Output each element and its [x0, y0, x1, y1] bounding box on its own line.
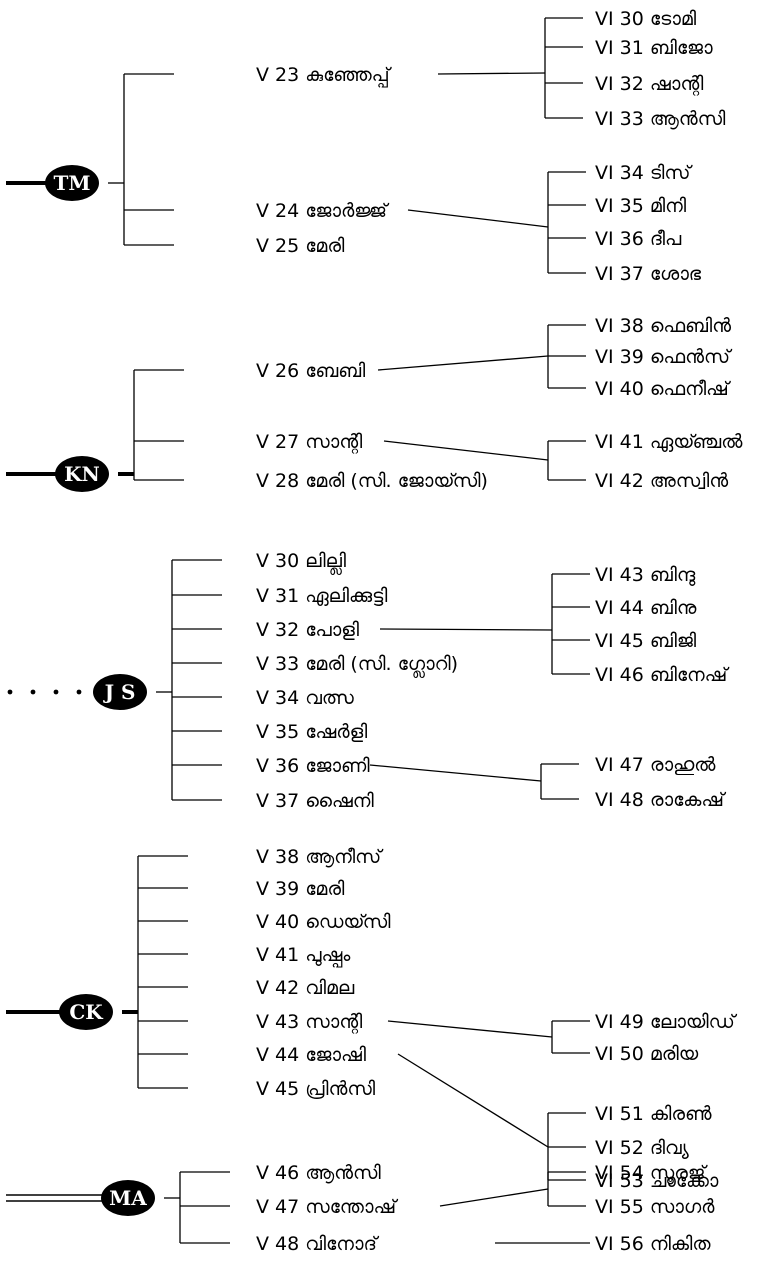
gen5-label: V 40 ഡെയ്സി — [256, 911, 391, 933]
family-badge-label: MA — [109, 1186, 147, 1210]
gen6-label: VI 44 ബിനു — [595, 597, 697, 619]
gen6-label: VI 36 ദീപ — [595, 228, 682, 250]
gen6-label: VI 33 ആൻസി — [595, 108, 725, 130]
lead-dot — [30, 689, 36, 695]
gen5-label: V 28 മേരി (സി. ജോയ്സി) — [256, 470, 488, 492]
gen6-label: VI 47 രാഹുൽ — [595, 754, 716, 776]
gen5-label: V 31 ഏലിക്കുട്ടി — [256, 585, 387, 607]
gen5-label: V 46 ആൻസി — [256, 1162, 381, 1184]
child-link — [437, 72, 546, 75]
lead-dot — [7, 689, 13, 695]
gen5-label: V 37 ഷൈനി — [256, 790, 374, 812]
family-badge — [59, 994, 113, 1030]
gen6-label: VI 42 അസ്വിൻ — [595, 470, 728, 492]
gen5-label: V 25 മേരി — [256, 235, 344, 257]
gen5-label: V 26 ബേബി — [256, 360, 365, 382]
gen6-label: VI 55 സാഗർ — [595, 1196, 715, 1218]
gen5-label: V 42 വിമല — [256, 977, 355, 999]
gen6-label: VI 31 ബിജോ — [595, 37, 713, 59]
gen6-label: VI 39 ഫെൻസ് — [595, 346, 732, 368]
gen5-label: V 24 ജോർജ്ജ് — [256, 200, 389, 222]
gen5-label: V 38 ആനീസ് — [256, 846, 384, 868]
child-link — [439, 1188, 549, 1207]
gen5-label: V 45 പ്രിൻസി — [256, 1078, 375, 1100]
gen6-label: VI 32 ഷാന്റി — [595, 73, 703, 96]
gen5-label: V 34 വത്സ — [256, 687, 354, 709]
gen6-label: VI 54 സൂരജ് — [595, 1162, 708, 1185]
gen5-label: V 32 പോളി — [256, 619, 359, 641]
gen6-label: VI 52 ദിവ്യ — [595, 1137, 690, 1159]
gen6-label: VI 49 ലോയിഡ് — [595, 1011, 737, 1033]
child-link — [369, 764, 542, 782]
family-badge-label: CK — [69, 1000, 103, 1024]
family-badge-label: TM — [53, 171, 90, 195]
gen5-label: V 39 മേരി — [256, 878, 344, 900]
gen5-label: V 36 ജോണി — [256, 755, 370, 777]
gen6-label: VI 30 ടോമി — [595, 8, 696, 30]
child-link — [387, 1020, 553, 1038]
family-badge — [101, 1180, 155, 1216]
gen6-label: VI 40 ഫെനീഷ് — [595, 378, 731, 400]
gen5-label: V 48 വിനോദ് — [256, 1233, 379, 1255]
gen5-label: V 35 ഷേർളി — [256, 721, 367, 743]
gen5-label: V 33 മേരി (സി. ഗ്ലോറി) — [256, 653, 458, 678]
gen5-label: V 27 സാന്റി — [256, 431, 362, 454]
lead-dot — [76, 689, 82, 695]
gen6-label: VI 51 കിരൺ — [595, 1103, 712, 1125]
gen6-label: VI 41 ഏയ്ഞ്ചൽ — [595, 431, 743, 453]
child-link — [379, 628, 553, 631]
gen5-label: V 47 സന്തോഷ് — [256, 1196, 398, 1218]
gen6-label: VI 53 ചാക്കോ — [595, 1170, 719, 1192]
child-link — [407, 209, 549, 228]
child-link — [383, 440, 549, 461]
gen5-label: V 43 സാന്റി — [256, 1011, 362, 1034]
family-badge — [93, 674, 147, 710]
child-link — [397, 1053, 549, 1148]
gen6-label: VI 34 ടിസ് — [595, 162, 693, 184]
gen5-label: V 44 ജോഷി — [256, 1044, 366, 1066]
family-badge-label: J S — [103, 680, 136, 704]
child-link — [377, 355, 549, 371]
lead-dot — [53, 689, 59, 695]
family-badge — [55, 456, 109, 492]
gen6-label: VI 46 ബിനേഷ് — [595, 664, 729, 686]
gen6-label: VI 38 ഫെബിൻ — [595, 315, 731, 337]
gen6-label: VI 35 മിനി — [595, 195, 686, 217]
gen5-label: V 30 ലില്ലി — [256, 550, 346, 575]
gen5-label: V 41 പുഷ്പം — [256, 944, 350, 968]
family-badge-label: KN — [64, 462, 100, 486]
gen6-label: VI 50 മരിയ — [595, 1043, 699, 1065]
gen6-label: VI 48 രാകേഷ് — [595, 789, 726, 811]
gen6-label: VI 37 ശോഭ — [595, 263, 702, 285]
gen5-label: V 23 കുഞ്ഞേപ്പ് — [256, 64, 392, 88]
family-badge — [45, 165, 99, 201]
gen6-label: VI 56 നികിത — [595, 1233, 711, 1255]
gen6-label: VI 45 ബിജി — [595, 630, 696, 652]
gen6-label: VI 43 ബിന്ദു — [595, 564, 696, 586]
